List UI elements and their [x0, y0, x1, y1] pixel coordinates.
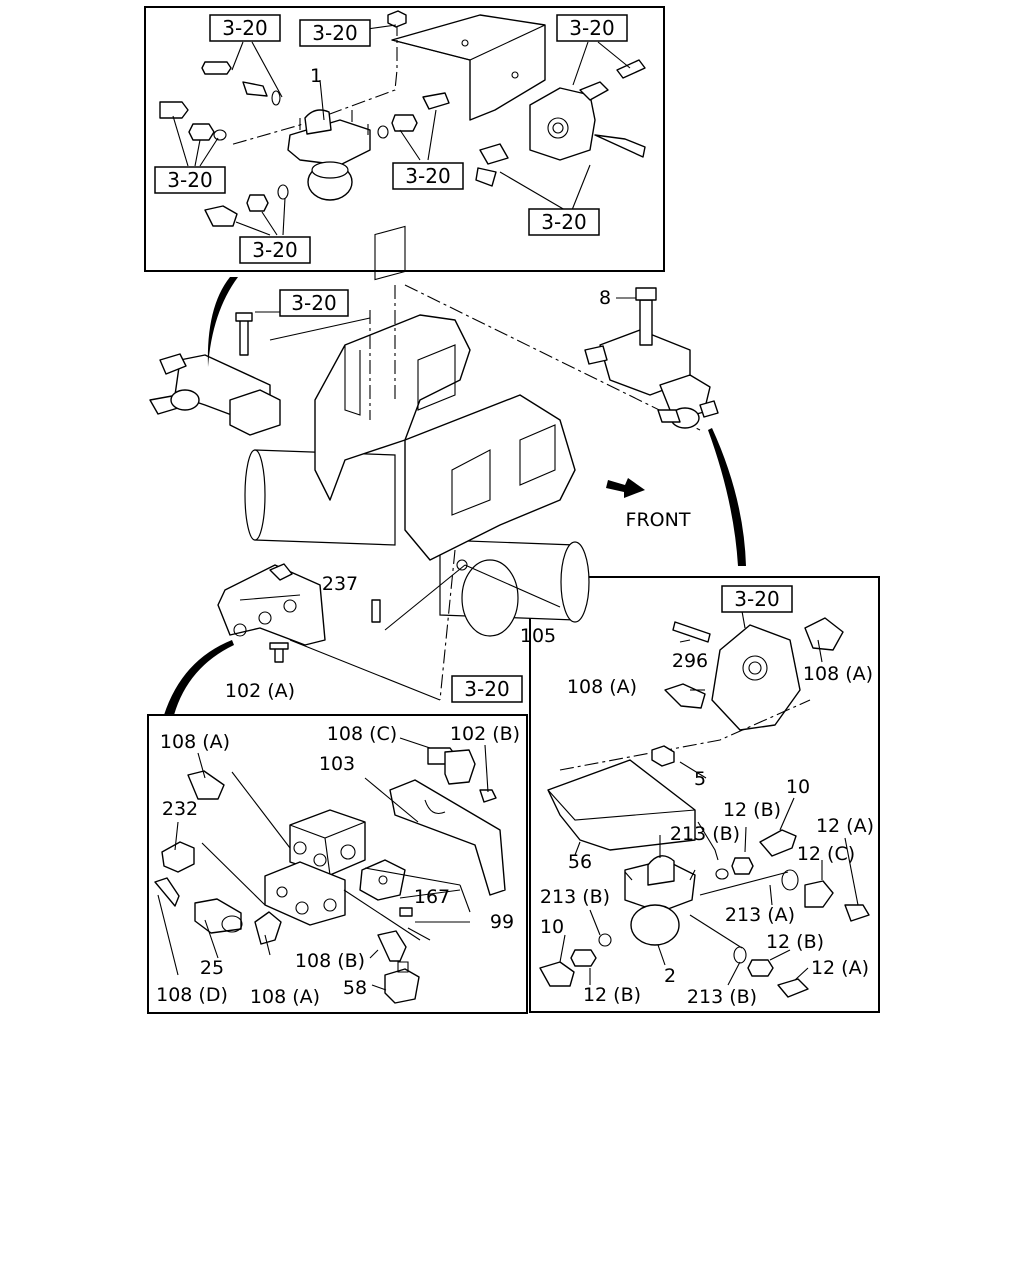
part-label-108b: 108 (B) [295, 950, 365, 972]
part-label-108a: 108 (A) [567, 676, 637, 698]
part-label-105: 105 [520, 625, 556, 647]
ref-label: 3-20 [312, 21, 357, 45]
engine-block [244, 225, 701, 701]
part-label-167: 167 [414, 886, 450, 908]
ref-label: 3-20 [167, 168, 212, 192]
connector-left [164, 640, 234, 715]
junction-block-assembly [217, 563, 381, 663]
ref-label: 3-20 [405, 164, 450, 188]
part-label-12c: 12 (C) [797, 843, 855, 865]
part-label-108a: 108 (A) [160, 731, 230, 753]
part-label-213b: 213 (B) [670, 823, 740, 845]
part-label-2: 2 [664, 965, 676, 987]
part-label-99: 99 [490, 911, 514, 933]
part-label-108d: 108 (D) [156, 984, 228, 1006]
ref-boxes: 3-20 3-20 3-20 3-20 3-20 3-20 3-20 3-20 … [154, 14, 793, 703]
part-label-232: 232 [162, 798, 198, 820]
part-label-8: 8 [599, 287, 611, 309]
left-detail-frame [147, 714, 528, 1014]
part-label-108a: 108 (A) [250, 986, 320, 1008]
part-label-1: 1 [310, 65, 322, 87]
part-label-102b: 102 (B) [450, 723, 520, 745]
left-leaders [157, 737, 489, 991]
part-label-12b: 12 (B) [583, 984, 641, 1006]
ref-label: 3-20 [464, 677, 509, 701]
part-label-10: 10 [786, 776, 810, 798]
part-label-12a: 12 (A) [811, 957, 869, 979]
upper-right-valve-group [584, 287, 719, 429]
part-label-213a: 213 (A) [725, 904, 795, 926]
top-valve-assembly [159, 10, 646, 227]
front-label: FRONT [626, 509, 691, 531]
part-label-25: 25 [200, 957, 224, 979]
ref-label: 3-20 [569, 16, 614, 40]
right-detail-frame [529, 576, 880, 1013]
part-label-108c: 108 (C) [327, 723, 397, 745]
part-label-213b: 213 (B) [540, 886, 610, 908]
part-labels: 1 8 FRONT 237 105 102 (A) 296 108 (A) 10… [156, 65, 874, 1008]
part-label-213b: 213 (B) [687, 986, 757, 1008]
right-leaders [559, 599, 859, 986]
part-label-58: 58 [343, 977, 367, 999]
ref-label: 3-20 [541, 210, 586, 234]
left-junction-assembly [154, 747, 506, 1004]
part-label-12b: 12 (B) [766, 931, 824, 953]
part-label-237: 237 [322, 573, 358, 595]
part-label-296: 296 [672, 650, 708, 672]
connector-right [708, 428, 746, 566]
part-label-12a: 12 (A) [816, 815, 874, 837]
part-label-103: 103 [319, 753, 355, 775]
part-label-5: 5 [694, 768, 706, 790]
part-label-102a: 102 (A) [225, 680, 295, 702]
part-label-56: 56 [568, 851, 592, 873]
front-arrow-icon [606, 478, 645, 498]
connector-top [207, 277, 238, 367]
part-label-108a: 108 (A) [803, 663, 873, 685]
ref-label: 3-20 [252, 238, 297, 262]
ref-label: 3-20 [734, 587, 779, 611]
upper-left-valve-group [149, 311, 281, 436]
ref-label: 3-20 [291, 291, 336, 315]
ref-label: 3-20 [222, 16, 267, 40]
part-label-10: 10 [540, 916, 564, 938]
part-label-12b: 12 (B) [723, 799, 781, 821]
